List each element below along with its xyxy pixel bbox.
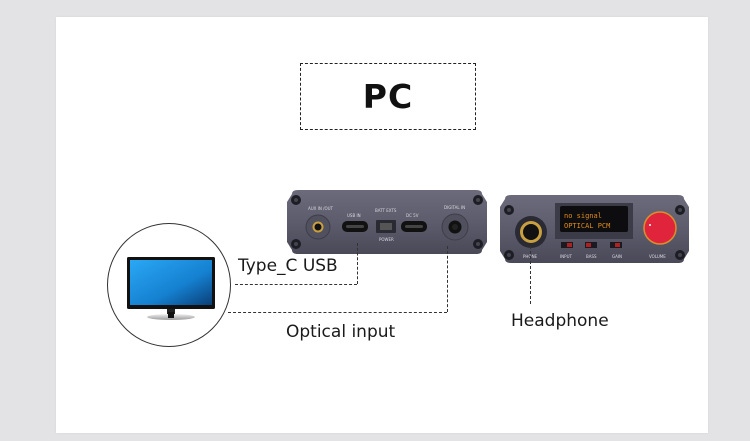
headphone-label: Headphone (511, 311, 609, 331)
optical-input-label: Optical input (286, 322, 396, 342)
headphone-connector-line (530, 246, 531, 304)
rear-panel-device: AUX IN /OUT USB IN BATT EXTS POWER DC 5V… (287, 190, 487, 254)
title-box: PC (300, 63, 476, 130)
display-line-1: no signal (564, 212, 602, 220)
volume-label: VOLUME (649, 254, 666, 259)
display-line-2: OPTICAL PCM (564, 222, 610, 230)
usb-in-port-label: USB IN (347, 213, 361, 218)
gain-label: GAIN (612, 254, 622, 259)
title-text: PC (362, 77, 414, 116)
digital-in-port-label: DIGITAL IN (444, 205, 465, 210)
aux-port-label: AUX IN /OUT (308, 206, 334, 211)
usb-connector-line-vertical (357, 243, 358, 284)
front-panel-device: no signal OPTICAL PCM PHONE INPUT BASS G… (500, 195, 689, 263)
optical-connector-line-vertical (447, 246, 448, 312)
optical-connector-line-horizontal (228, 312, 447, 313)
dc-port-label: DC 5V (406, 213, 419, 218)
bass-label: BASS (586, 254, 597, 259)
usb-connector-line-horizontal (235, 284, 357, 285)
input-label: INPUT (560, 254, 573, 259)
batt-exts-label: BATT EXTS (375, 208, 397, 213)
monitor-icon (127, 257, 215, 320)
power-label: POWER (379, 237, 394, 242)
type-c-usb-label: Type_C USB (238, 256, 338, 276)
